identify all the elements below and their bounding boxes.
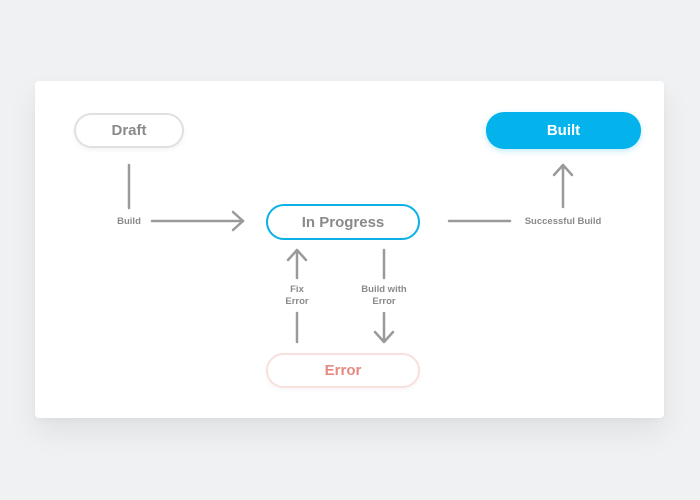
edge-label-fix-error: Fix Error xyxy=(285,284,309,307)
edge-build-to-progress-arrowhead xyxy=(231,210,245,232)
edge-success-to-built-arrowhead xyxy=(552,163,574,177)
node-built[interactable]: Built xyxy=(486,112,641,149)
node-draft[interactable]: Draft xyxy=(74,113,184,148)
node-error[interactable]: Error xyxy=(266,353,420,388)
edge-fix-error-arrowhead xyxy=(286,248,308,262)
edge-label-build: Build xyxy=(117,216,141,227)
edge-label-build-with-error: Build with Error xyxy=(361,284,407,307)
edge-build-with-error-arrowhead xyxy=(373,330,395,344)
edge-label-successful-build: Successful Build xyxy=(524,216,602,227)
node-in-progress[interactable]: In Progress xyxy=(266,204,420,240)
